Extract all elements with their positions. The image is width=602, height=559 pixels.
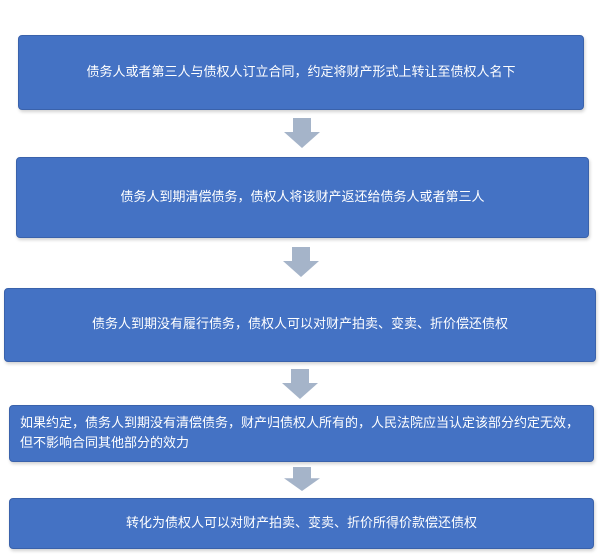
flow-step-2: 债务人到期清偿债务，债权人将该财产返还给债务人或者第三人 xyxy=(16,157,589,238)
down-arrow-icon xyxy=(283,247,319,277)
down-arrow-icon xyxy=(284,467,320,491)
flow-step-2-text: 债务人到期清偿债务，债权人将该财产返还给债务人或者第三人 xyxy=(120,189,485,205)
flow-step-4: 如果约定，债务人到期没有清偿债务，财产归债权人所有的，人民法院应当认定该部分约定… xyxy=(9,405,594,462)
flow-step-4-text: 如果约定，债务人到期没有清偿债务，财产归债权人所有的，人民法院应当认定该部分约定… xyxy=(20,415,580,451)
flow-step-3-text: 债务人到期没有履行债务，债权人可以对财产拍卖、变卖、折价偿还债权 xyxy=(91,317,508,332)
flow-step-5-text: 转化为债权人可以对财产拍卖、变卖、折价所得价款偿还债权 xyxy=(125,515,477,531)
flow-step-1-text: 债务人或者第三人与债权人订立合同，约定将财产形式上转让至债权人名下 xyxy=(86,64,516,80)
flow-step-5: 转化为债权人可以对财产拍卖、变卖、折价所得价款偿还债权 xyxy=(9,498,594,549)
down-arrow-icon xyxy=(284,118,320,148)
flow-step-3: 债务人到期没有履行债务，债权人可以对财产拍卖、变卖、折价偿还债权 xyxy=(4,288,596,362)
flow-step-1: 债务人或者第三人与债权人订立合同，约定将财产形式上转让至债权人名下 xyxy=(18,35,584,110)
down-arrow-icon xyxy=(282,369,318,399)
